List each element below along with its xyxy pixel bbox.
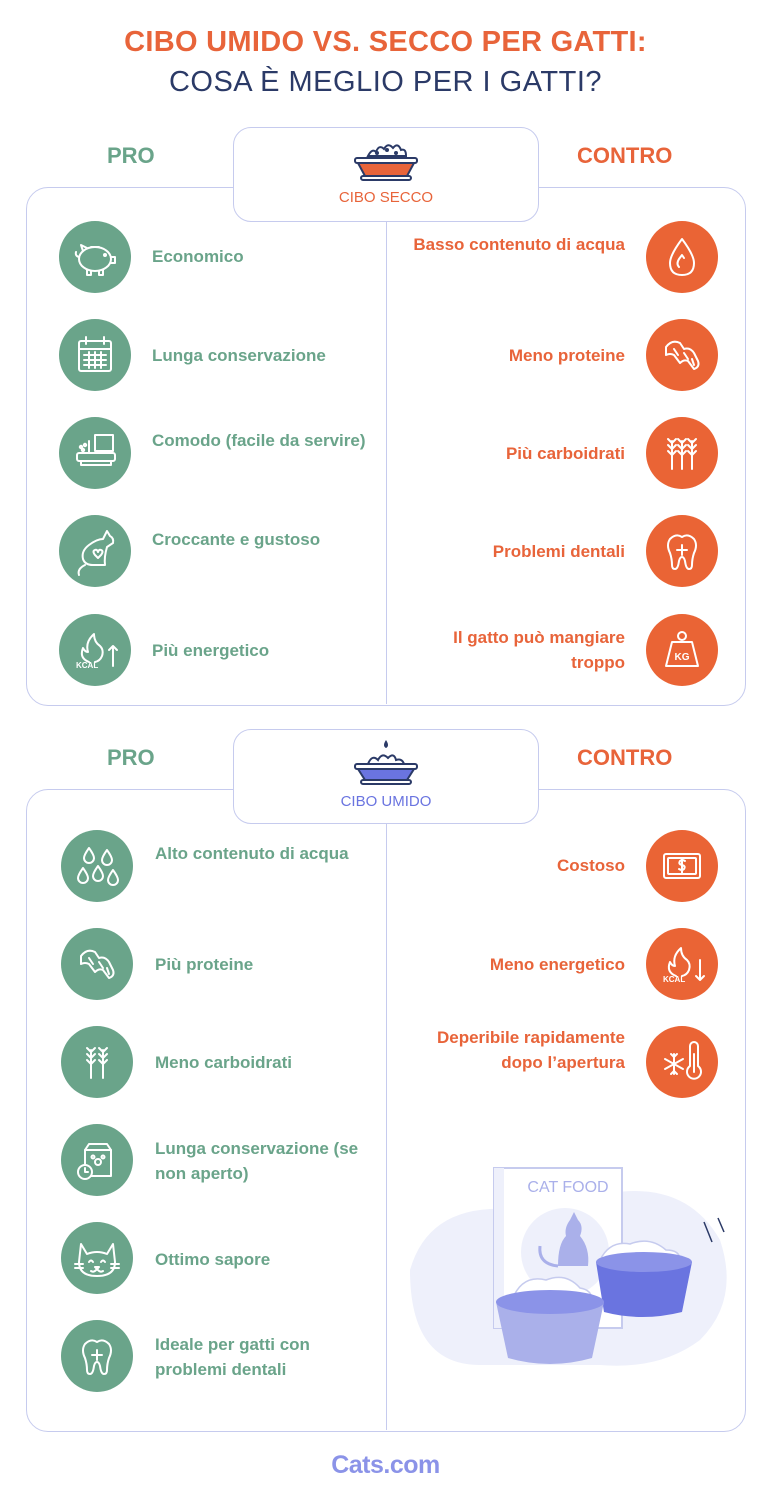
wet-pro-label: Ottimo sapore [155, 1250, 271, 1269]
wet-pro-label: Alto contenuto di acqua [155, 844, 349, 863]
wet-bowl-icon [354, 740, 418, 785]
wet-divider [386, 823, 387, 1430]
kcal-down-icon: KCAL [646, 928, 718, 1000]
wet-pro-heading: PRO [107, 745, 155, 770]
dry-contro-heading: CONTRO [577, 143, 673, 168]
wet-food-label: CIBO UMIDO [340, 793, 432, 810]
dry-con-label: Meno proteine [508, 346, 625, 365]
meat-icon [646, 319, 718, 391]
dry-pro-label: Croccante e gustoso [152, 530, 321, 549]
dry-food-tab: CIBO SECCO [233, 127, 539, 222]
food-bag-clock-icon [61, 1124, 133, 1196]
kcal-text: KCAL [76, 661, 98, 670]
wet-pro-label: Più proteine [155, 955, 254, 974]
water-drops-icon [61, 830, 133, 902]
wet-pro-label: Lunga conservazione (se non aperto) [155, 1139, 359, 1183]
title-line-1: CIBO UMIDO VS. SECCO PER GATTI: [124, 26, 647, 58]
dry-pro-label: Più energetico [152, 641, 270, 660]
dollar-bill-icon [646, 830, 718, 902]
dry-bowl-icon [354, 144, 418, 181]
title-line-2: COSA È MEGLIO PER I GATTI? [168, 66, 603, 98]
water-drop-icon [646, 221, 718, 293]
wet-con-label: Deperibile rapidamente dopo l’apertura [436, 1028, 625, 1072]
dry-con-label: Più carboidrati [505, 444, 625, 463]
kcal-up-icon: KCAL [59, 614, 131, 686]
dry-pro-label: Lunga conservazione [152, 346, 326, 365]
wet-pro-label: Meno carboidrati [155, 1053, 292, 1072]
dry-con-label: Il gatto può mangiare troppo [453, 628, 625, 672]
food-dispenser-icon [59, 417, 131, 489]
wet-con-label: Meno energetico [489, 955, 625, 974]
wet-food-tab: CIBO UMIDO [233, 729, 539, 824]
kcal-text: KCAL [663, 975, 685, 984]
dry-divider [386, 221, 387, 704]
thermometer-snow-icon [646, 1026, 718, 1098]
dry-con-label: Basso contenuto di acqua [413, 235, 625, 254]
dry-food-label: CIBO SECCO [338, 189, 434, 206]
cat-food-text: CAT FOOD [527, 1179, 608, 1196]
wet-pro-label: Ideale per gatti con problemi dentali [155, 1335, 310, 1379]
kg-text: KG [675, 652, 690, 663]
wet-contro-heading: CONTRO [577, 745, 673, 770]
wheat-icon [646, 417, 718, 489]
wet-con-label: Costoso [557, 856, 625, 875]
dry-pro-heading: PRO [107, 143, 155, 168]
dry-con-label: Problemi dentali [492, 542, 625, 561]
tooth-icon [61, 1320, 133, 1392]
dry-pro-label: Economico [152, 247, 244, 266]
cat-face-icon [61, 1222, 133, 1294]
cats-com-logo[interactable]: Cats.com [331, 1451, 440, 1479]
meat-icon [61, 928, 133, 1000]
wheat-icon [61, 1026, 133, 1098]
calendar-icon [59, 319, 131, 391]
dry-pro-label: Comodo (facile da servire) [152, 431, 366, 450]
piggy-bank-icon [59, 221, 131, 293]
cat-food-illustration: CAT FOOD [410, 1167, 727, 1366]
cat-heart-icon [59, 515, 131, 587]
tooth-icon [646, 515, 718, 587]
weight-kg-icon: KG [646, 614, 718, 686]
